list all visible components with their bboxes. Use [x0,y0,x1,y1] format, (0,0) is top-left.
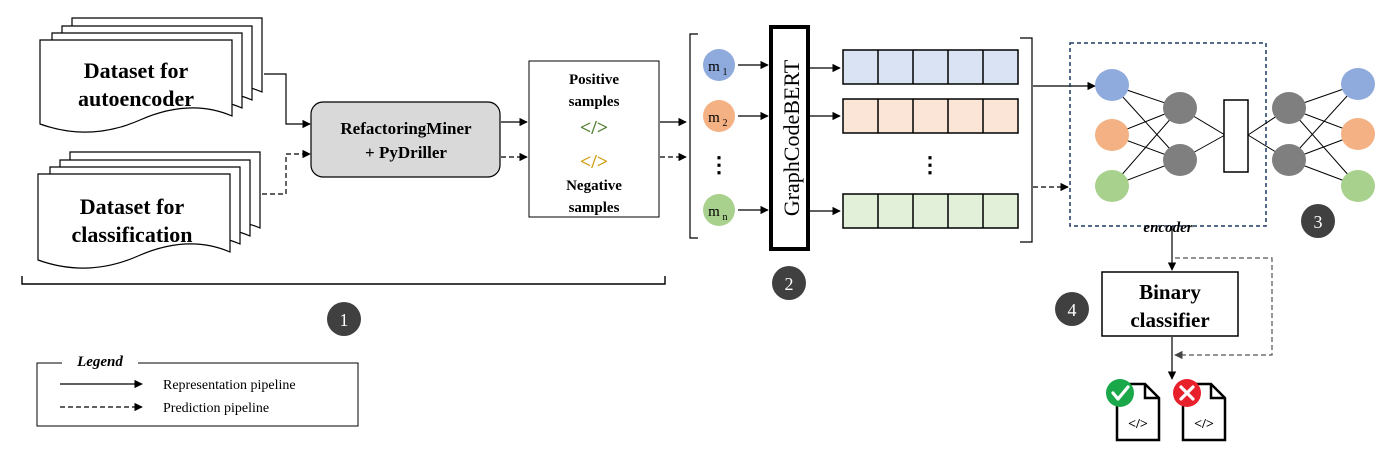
classifier-line2: classifier [1130,308,1209,332]
step-badge-2: 2 [772,266,806,300]
dataset-classification-stack: Dataset for classification [37,151,261,269]
dataset-autoencoder-document [39,39,233,133]
bottleneck-layer [1223,99,1249,173]
embedding-vector-2 [842,98,1019,134]
method-node-m1 [703,49,735,81]
dataset-autoencoder-stack: Dataset for autoencoder [39,17,263,133]
negative-output-document: </> [1173,379,1227,442]
step-3-number: 3 [1314,212,1323,232]
legend: Legend Representation pipeline Predictio… [36,352,359,427]
method-sub-m1: 1 [723,67,728,78]
output-node-green [1341,170,1375,202]
method-node-m2 [703,100,735,132]
decoder-hidden-node-2 [1272,144,1306,176]
arrow-classification-to-tool [262,149,311,195]
output-node-blue [1341,68,1375,100]
arrow-prediction-loop [1174,257,1273,360]
step-badge-3: 3 [1301,204,1335,238]
step-2-number: 2 [785,274,794,294]
samples-box [528,60,660,218]
negative-samples-line1: Negative [566,178,622,194]
dataset-autoencoder-line2: autoencoder [78,86,194,111]
tool-line2: + PyDriller [365,143,447,162]
input-node-orange [1095,119,1129,151]
dataset-classification-line1: Dataset for [80,194,185,219]
binary-classifier-box [1101,271,1239,337]
positive-code-icon: </> [580,117,608,139]
input-node-blue [1095,69,1129,101]
positive-output-code: </> [1128,417,1148,432]
check-icon [1106,379,1134,407]
methods-ellipsis: ⋮ [708,152,730,177]
dataset-classification-document [37,173,231,269]
method-node-mn [703,194,735,226]
embedding-vector-1 [842,49,1019,85]
legend-representation: Representation pipeline [163,378,296,393]
output-node-orange [1341,118,1375,150]
embeddings-right-bracket [1020,37,1033,243]
decoder-hidden-node-1 [1272,92,1306,124]
positive-output-document: </> [1106,379,1161,442]
graphcodebert-label: GraphCodeBERT [779,59,804,216]
tool-box [310,101,501,178]
method-sub-mn: n [723,212,728,223]
arrow-autoencoder-to-tool [264,73,311,129]
dataset-classification-line2: classification [72,222,193,247]
negative-code-icon: </> [580,151,608,173]
step-4-number: 4 [1068,300,1077,320]
step-badge-4: 4 [1055,292,1089,326]
method-label-mn: m [708,204,720,220]
tool-line1: RefactoringMiner [340,119,472,138]
embedding-vector-n [842,193,1019,229]
step-badge-1: 1 [327,302,361,336]
legend-title: Legend [76,354,123,370]
step-1-number: 1 [340,310,349,330]
input-node-green [1095,170,1129,202]
negative-samples-line2: samples [569,200,620,216]
encoder-hidden-node-2 [1163,144,1197,176]
dataset-autoencoder-line1: Dataset for [84,58,189,83]
negative-output-code: </> [1194,417,1214,432]
stage-one-brace [21,276,666,285]
method-sub-m2: 2 [723,118,728,129]
autoencoder-network [1095,68,1375,202]
graphcodebert-box [769,25,810,251]
encoder-hidden-node-1 [1163,92,1197,124]
positive-samples-line2: samples [569,94,620,110]
method-label-m2: m [708,110,720,126]
positive-samples-line1: Positive [569,72,619,88]
encoder-label: encoder [1143,220,1192,236]
encoder-box [1069,42,1267,227]
embeddings-ellipsis: ⋮ [919,152,941,177]
classifier-line1: Binary [1139,280,1201,304]
method-label-m1: m [708,59,720,75]
methods-left-bracket [689,33,698,239]
legend-prediction: Prediction pipeline [163,401,269,416]
